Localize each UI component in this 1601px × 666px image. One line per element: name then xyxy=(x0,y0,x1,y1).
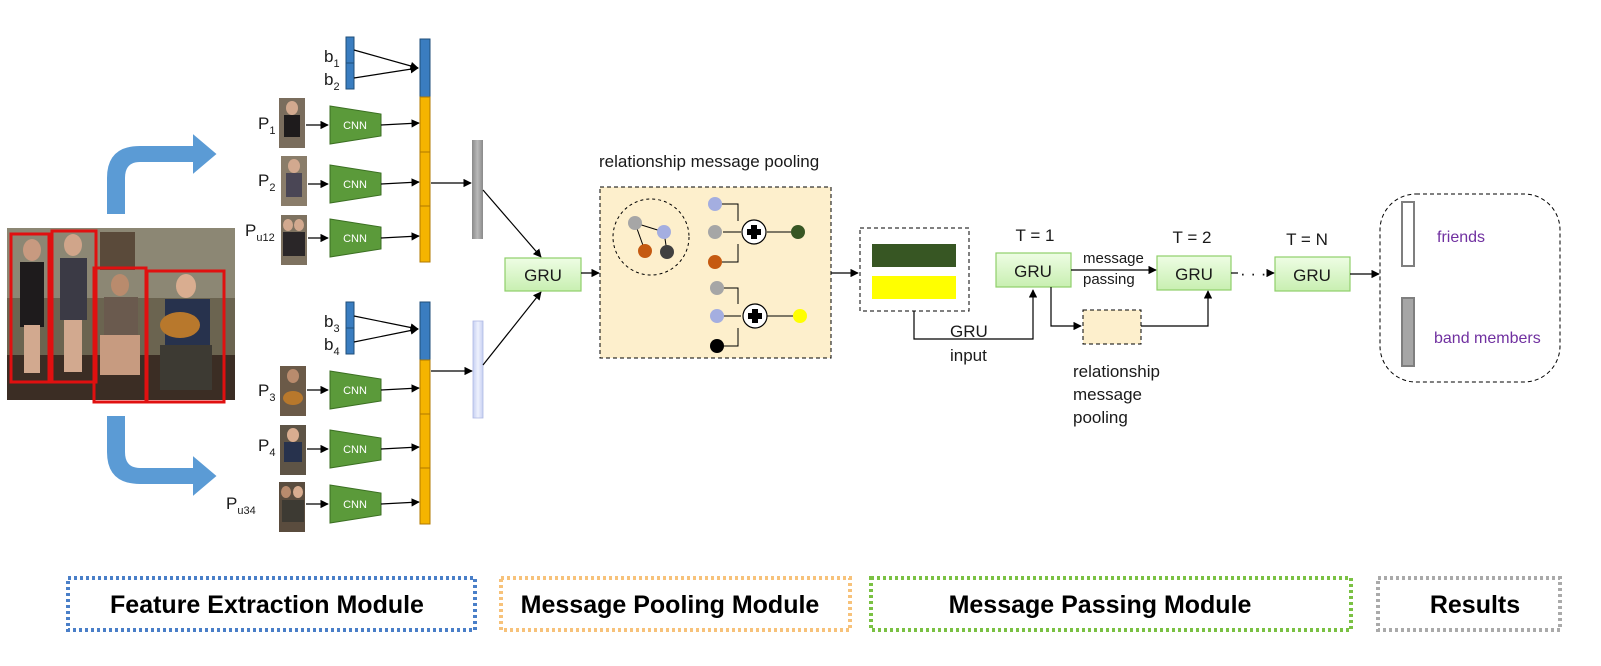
label-pu12: Pu12 xyxy=(245,221,275,244)
person-crop-pu34 xyxy=(279,482,305,532)
label-p1: P1 xyxy=(258,114,275,137)
person-crop-p2 xyxy=(281,156,307,206)
cnn-block: CNN xyxy=(329,484,382,524)
label-b2: b2 xyxy=(324,70,340,93)
pooling-step-box xyxy=(1082,309,1142,345)
svg-text:CNN: CNN xyxy=(343,444,367,456)
edge-cnn-to-concat xyxy=(380,232,420,241)
input-photo xyxy=(7,228,235,404)
person-crop-p1 xyxy=(279,98,305,148)
edge-upper-bar-to-gru xyxy=(482,189,542,258)
gru-initial: GRU xyxy=(504,257,582,292)
time-label-t1: T = 1 xyxy=(1016,226,1055,245)
pooled-feature-box xyxy=(859,227,970,312)
gru-input-label-1: GRU xyxy=(950,322,988,341)
gru-t1: GRU xyxy=(995,252,1072,288)
edge-cnn-to-concat xyxy=(380,119,420,128)
label-b1: b1 xyxy=(324,47,340,70)
cnn-blocks: CNN CNN CNN CNN CNN CNN xyxy=(306,105,420,524)
cnn-block: CNN xyxy=(329,105,382,145)
edge-cnn-to-concat xyxy=(380,384,420,393)
result-friends: friends xyxy=(1437,229,1485,246)
split-arrow-up xyxy=(105,129,220,216)
svg-text:Message Pooling Module: Message Pooling Module xyxy=(521,591,820,619)
edge-features-to-gru-t1 xyxy=(913,289,1038,340)
message-passing-label-2: passing xyxy=(1083,271,1135,288)
svg-text:GRU: GRU xyxy=(1014,262,1052,281)
label-p3: P3 xyxy=(258,381,275,404)
edge-cnn-to-concat xyxy=(380,443,420,452)
split-arrow-down xyxy=(105,414,220,501)
cnn-block: CNN xyxy=(329,164,382,204)
label-pu34: Pu34 xyxy=(226,494,256,517)
svg-text:GRU: GRU xyxy=(524,266,562,285)
module-message-passing: Message Passing Module xyxy=(869,576,1353,632)
svg-text:CNN: CNN xyxy=(343,233,367,245)
edge-lower-bar-to-gru xyxy=(482,291,542,366)
cnn-block: CNN xyxy=(329,218,382,258)
module-message-pooling: Message Pooling Module xyxy=(499,576,852,632)
cnn-block: CNN xyxy=(329,429,382,469)
time-label-tn: T = N xyxy=(1286,230,1328,249)
svg-text:CNN: CNN xyxy=(343,385,367,397)
box-vector-b1-b2 xyxy=(345,36,355,90)
time-label-t2: T = 2 xyxy=(1173,228,1212,247)
person-crop-p3 xyxy=(280,366,306,416)
concat-vector-lower xyxy=(419,301,431,525)
person-crop-p4 xyxy=(280,425,306,475)
pooling-block xyxy=(599,186,832,359)
gru-input-label-2: input xyxy=(950,346,987,365)
label-b3: b3 xyxy=(324,312,340,335)
box-vector-b3-b4 xyxy=(345,301,355,355)
gru-tn: GRU xyxy=(1274,256,1351,292)
band-members-score-bar xyxy=(1401,297,1415,367)
svg-text:GRU: GRU xyxy=(1175,265,1213,284)
label-p4: P4 xyxy=(258,436,275,459)
person-crop-pu12 xyxy=(281,215,307,265)
results-box xyxy=(1379,193,1561,383)
svg-text:Feature Extraction Module: Feature Extraction Module xyxy=(110,591,424,619)
module-feature-extraction: Feature Extraction Module xyxy=(66,576,477,632)
pair-feature-upper xyxy=(472,140,483,239)
edge-b3-to-concat xyxy=(353,315,419,332)
module-results: Results xyxy=(1376,576,1562,632)
pair-feature-lower xyxy=(472,320,484,419)
pooling-step-label-1: relationship xyxy=(1073,362,1160,381)
edge-pooling-to-t2 xyxy=(1141,290,1213,327)
svg-text:CNN: CNN xyxy=(343,499,367,511)
cnn-block: CNN xyxy=(329,370,382,410)
gru-t2: GRU xyxy=(1156,255,1232,291)
friends-score-bar xyxy=(1401,201,1415,267)
message-passing-label-1: message xyxy=(1083,250,1144,267)
label-b4: b4 xyxy=(324,335,340,358)
label-p2: P2 xyxy=(258,171,275,194)
edge-b2-to-concat xyxy=(353,65,419,79)
svg-text:CNN: CNN xyxy=(343,179,367,191)
edge-cnn-to-concat xyxy=(380,178,420,187)
svg-text:Results: Results xyxy=(1430,591,1520,619)
svg-text:CNN: CNN xyxy=(343,120,367,132)
pooling-step-label-2: message xyxy=(1073,385,1142,404)
pooling-step-label-3: pooling xyxy=(1073,408,1128,427)
edge-cnn-to-concat xyxy=(380,498,420,507)
result-band-members: band members xyxy=(1434,330,1541,347)
edge-t1-to-pooling xyxy=(1050,287,1082,331)
svg-text:Message Passing Module: Message Passing Module xyxy=(949,591,1252,619)
edge-b4-to-concat xyxy=(353,326,419,343)
edge-b1-to-concat xyxy=(353,49,419,70)
ellipsis: · · · xyxy=(1240,264,1266,283)
svg-text:GRU: GRU xyxy=(1293,266,1331,285)
pooling-title: relationship message pooling xyxy=(599,152,819,171)
concat-vector-upper xyxy=(419,38,431,263)
